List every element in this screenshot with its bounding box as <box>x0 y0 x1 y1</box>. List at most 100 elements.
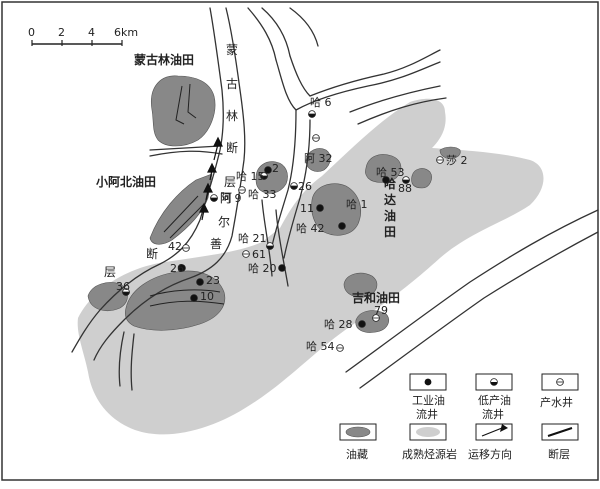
well-label-61: 61 <box>252 248 266 261</box>
legend-migration-label: 运移方向 <box>468 447 512 461</box>
well-label-23: 23 <box>206 274 220 287</box>
fault-central-2 <box>283 119 311 259</box>
low-yield-well-ha6 <box>308 110 316 118</box>
fault-east-1 <box>349 85 441 113</box>
well-label-ha6: 哈 6 <box>310 96 332 109</box>
industrial-well-10 <box>190 294 198 302</box>
reservoir-88 <box>411 168 432 189</box>
industrial-well-11 <box>316 204 324 212</box>
fault-name-char-5: 层 <box>224 175 236 189</box>
legend-low-yield-well-label-2: 流井 <box>482 407 504 421</box>
well-label-10: 10 <box>200 290 214 303</box>
fault-central-3 <box>261 199 273 277</box>
migration-arrows <box>199 136 223 221</box>
legend-reservoir-icon <box>345 426 371 438</box>
well-label-ha54: 哈 54 <box>306 340 335 353</box>
well-label-26: 26 <box>298 180 312 193</box>
reservoir-a32 <box>305 148 331 172</box>
fault-branch-5 <box>289 49 441 97</box>
industrial-well-23 <box>196 278 204 286</box>
fault-splay-2 <box>187 83 197 119</box>
legend-migration-icon <box>481 427 503 437</box>
migration-arrowhead-1 <box>213 136 223 147</box>
low-yield-well-2 <box>260 172 268 180</box>
well-label-ha1: 哈 1 <box>346 198 368 211</box>
legend-item-water-well: 产水井 <box>540 373 579 409</box>
legend-fault-label: 断层 <box>548 447 570 461</box>
reservoir-ha53 <box>365 154 402 183</box>
scale-label-2: 2 <box>58 26 65 39</box>
fault-name-char-10: 层 <box>104 265 116 279</box>
well-symbols <box>122 110 444 352</box>
fault-south-1 <box>118 331 125 387</box>
legend-water-well-label: 产水井 <box>540 395 573 409</box>
legend-item-migration: 运移方向 <box>468 423 513 461</box>
scale-label-0: 0 <box>28 26 35 39</box>
legend: 工业油 流井 低产油 流井 产水井 油藏 成熟烃源岩 <box>339 373 579 461</box>
water-well-ha54 <box>336 344 344 352</box>
mature-source-rock-area <box>77 98 544 435</box>
reservoir-menggulin <box>151 75 216 147</box>
fault-central-1 <box>271 109 297 247</box>
fault-name-char-4: 断 <box>226 140 238 155</box>
fault-name-char-3: 林 <box>226 109 238 123</box>
well-label-ha21: 哈 21 <box>238 232 267 245</box>
oilfield-label-menggulin: 蒙古林油田 <box>134 52 194 67</box>
legend-industrial-well-label-2: 流井 <box>416 407 438 421</box>
industrial-well-ha42 <box>338 222 346 230</box>
fault-northwest-2 <box>149 150 223 157</box>
reservoir-sha2 <box>439 146 461 159</box>
legend-reservoir-label: 油藏 <box>346 447 368 461</box>
oilfield-label-xiaoabei: 小阿北油田 <box>96 174 156 189</box>
fault-central-4 <box>275 209 289 287</box>
water-well-42 <box>182 244 190 252</box>
legend-industrial-well-label-1: 工业油 <box>412 393 445 407</box>
well-label-ha28: 哈 28 <box>324 318 353 331</box>
industrial-well-ha28 <box>358 320 366 328</box>
legend-item-industrial-well: 工业油 流井 <box>409 373 447 421</box>
water-well-sha2 <box>436 156 444 164</box>
reservoir-aershan-south <box>124 270 226 331</box>
legend-item-reservoir: 油藏 <box>339 423 377 461</box>
legend-fault-icon <box>547 427 573 437</box>
well-label-11: 11 <box>300 202 314 215</box>
fault-splay-6 <box>149 300 225 307</box>
water-well-a32 <box>312 134 320 142</box>
legend-item-source-rock: 成熟烃源岩 <box>402 423 457 461</box>
legend-low-yield-well-label-1: 低产油 <box>478 393 511 407</box>
low-yield-well-26 <box>290 182 298 190</box>
well-label-a32: 阿 32 <box>304 152 333 165</box>
water-well-61 <box>242 250 250 258</box>
low-yield-well-88 <box>402 176 410 184</box>
oilfield-label-hadatu-3: 油 <box>384 208 396 223</box>
industrial-well-ha15 <box>264 166 272 174</box>
migration-arrow-1 <box>213 143 219 161</box>
well-label-36: 36 <box>116 280 130 293</box>
map-frame <box>1 1 599 481</box>
fault-main-west <box>71 7 224 353</box>
fault-southeast-2 <box>359 231 599 389</box>
well-label-ha20: 哈 20 <box>248 262 277 275</box>
fault-main-east <box>93 7 246 361</box>
oilfield-label-hadatu-4: 田 <box>384 225 396 239</box>
reservoir-ha15 <box>255 161 288 194</box>
fault-name-char-9: 断 <box>146 246 158 261</box>
well-label-ha53: 哈 53 <box>376 166 405 179</box>
well-label-sha2: 莎 2 <box>446 153 468 167</box>
fault-lines <box>71 7 599 391</box>
well-label-42: 42 <box>168 240 182 253</box>
fault-southeast-1 <box>345 209 599 373</box>
fault-northwest-1 <box>149 145 221 151</box>
low-yield-well-ha21 <box>266 242 274 250</box>
well-label-2: 2 <box>272 162 279 175</box>
well-label-ha33: 哈 33 <box>248 188 277 201</box>
well-labels: 哈 6 哈 15 2 哈 33 阿 9 阿 32 26 11 哈 1 哈 42 … <box>116 96 468 353</box>
water-well-ha33 <box>238 186 246 194</box>
fault-branch-4 <box>275 59 441 111</box>
water-well-79 <box>372 314 380 322</box>
oilfield-label-jihe: 吉和油田 <box>352 290 400 305</box>
fault-splay-5 <box>149 289 221 297</box>
scale-label-6km: 6km <box>114 26 138 39</box>
